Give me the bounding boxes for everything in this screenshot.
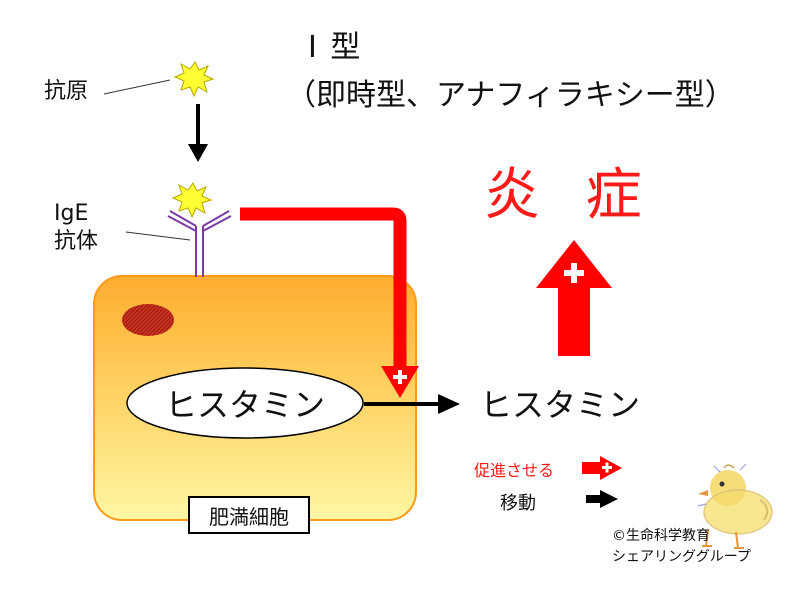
plus-icon (564, 263, 584, 283)
legend-move-label: 移動 (500, 493, 536, 514)
ige-label-line2: 抗体 (54, 229, 99, 254)
ige-label-line1: IgE (54, 201, 89, 226)
antigen-label: 抗原 (44, 79, 89, 104)
histamine-outside-label: ヒスタミン (480, 386, 641, 424)
plus-icon (602, 462, 612, 473)
inflammation-up-arrow (536, 240, 612, 356)
legend-move-arrow-head (600, 490, 618, 508)
ige-antibody-icon (167, 210, 232, 277)
cell-nucleus (122, 304, 174, 336)
chick-mascot-icon (697, 463, 773, 549)
ige-antibody-label: IgE 抗体 (54, 200, 98, 256)
legend-move-arrow-shaft (586, 495, 602, 503)
histamine-ellipse (126, 367, 364, 439)
mast-cell-label: 肥満細胞 (188, 496, 310, 534)
copyright-line2: シェアリンググループ (612, 549, 751, 565)
antigen-starburst-bound (171, 182, 213, 219)
antigen-down-arrow-head (188, 144, 208, 162)
ige-leader-line (125, 231, 191, 241)
page-title: Ⅰ 型 (308, 30, 363, 65)
histamine-inside-label: ヒスタミン (164, 386, 325, 424)
legend-promote-arrow-shaft (582, 462, 602, 474)
antigen-starburst-top (173, 61, 215, 98)
page-subtitle: （即時型、アナフィラキシー型） (286, 78, 735, 113)
legend-promote-label: 促進させる (474, 461, 555, 480)
copyright-line1: ©生命科学教育 (612, 528, 710, 544)
copyright-notice: ©生命科学教育 シェアリンググループ (612, 526, 751, 568)
inflammation-label: 炎 症 (484, 163, 656, 228)
plus-icon (393, 370, 407, 384)
antigen-leader-line (103, 79, 171, 95)
promote-path-shaft (240, 207, 407, 368)
histamine-move-arrow-head (438, 394, 460, 414)
